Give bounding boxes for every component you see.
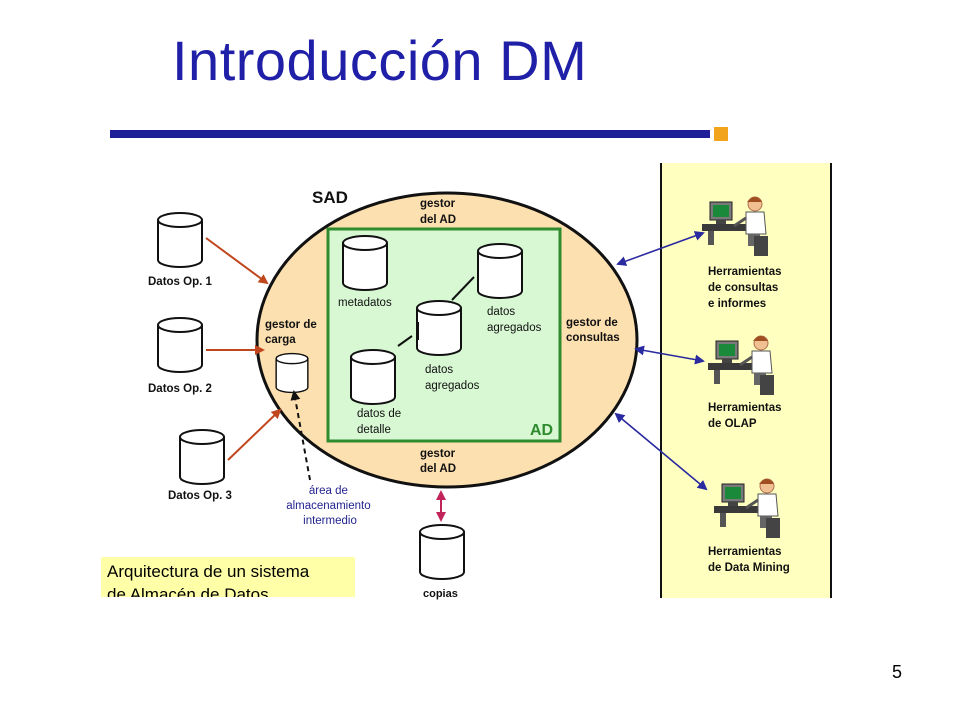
arrow-op1-to-carga [205,237,269,285]
tool-informes-line3: e informes [708,298,766,310]
title-underline [110,130,710,138]
staging-area-line1: área de [309,485,348,497]
gestor-carga-label: gestor de carga [265,319,320,346]
tool-olap-label: Herramientas de OLAP [708,402,785,430]
arrow-consultas-to-informes [616,231,705,266]
arrow-detalle-to-agregados [397,335,413,347]
staging-area-line2: almacenamiento [286,500,370,512]
copias-database [419,524,465,580]
diagram-caption-box: Arquitectura de un sistema de Almacén de… [101,557,355,597]
metadatos-database [342,235,388,291]
datos-agregados-mid-database [416,300,462,356]
datos-detalle-label: datos de detalle [357,408,404,436]
detalle-line1: datos de [357,408,401,420]
arrow-agregados-to-agregados [451,276,475,301]
datos-op-3-database [179,429,225,485]
gestor-consultas-line1: gestor de [566,317,618,329]
tool-informes-label: Herramientas de consultas e informes [708,266,785,310]
title-accent-square [714,127,728,141]
staging-database [275,352,309,394]
gestor-ad-bottom-line2: del AD [420,463,456,475]
gestor-carga-line1: gestor de [265,319,317,331]
arrow-op3-to-carga [227,408,282,461]
metadatos-label: metadatos [338,297,392,309]
gestor-carga-line2: carga [265,334,296,346]
tool-olap-line2: de OLAP [708,418,757,430]
datos-op-2-database [157,317,203,373]
agregados-top-line2: agregados [487,322,542,334]
datos-agregados-top-label: datos agregados [487,306,542,334]
arrow-consultas-to-olap [634,345,705,365]
agregados-top-line1: datos [487,306,515,318]
gestor-consultas-label: gestor de consultas [566,317,621,344]
copias-database-group [410,522,474,598]
datos-op-3-label: Datos Op. 3 [168,490,232,502]
datos-op-1-label: Datos Op. 1 [148,276,213,288]
datos-detalle-database [350,349,396,405]
tool-mining-label: Herramientas de Data Mining [708,546,790,574]
detalle-line2: detalle [357,424,391,436]
staging-area-label: área de almacenamiento intermedio [286,485,374,527]
gestor-ad-top-line1: gestor [420,198,456,210]
gestor-ad-bottom-line1: gestor [420,448,456,460]
arrow-consultas-to-mining [614,412,708,491]
gestor-ad-top-line2: del AD [420,214,456,226]
copias-label: copias [423,588,458,600]
agregados-mid-line1: datos [425,364,453,376]
agregados-mid-line2: agregados [425,380,480,392]
staging-dashed-connector [290,390,311,481]
datos-agregados-mid-label: datos agregados [425,364,480,392]
tool-informes-line2: de consultas [708,282,778,294]
gestor-ad-bottom-label: gestor del AD [420,448,458,475]
diagram-caption: Arquitectura de un sistema de Almacén de… [107,562,310,597]
datos-op-1-database [157,212,203,268]
sad-label: SAD [312,188,348,207]
datos-agregados-top-database [477,243,523,299]
datos-op-2-label: Datos Op. 2 [148,383,212,395]
tool-olap-line1: Herramientas [708,402,782,414]
gestor-consultas-line2: consultas [566,332,620,344]
staging-area-line3: intermedio [303,515,357,527]
tool-mining-line1: Herramientas [708,546,782,558]
page-number: 5 [891,662,902,682]
slide-title: Introducción DM [172,29,588,92]
ad-label: AD [530,422,553,439]
tool-mining-line2: de Data Mining [708,562,790,574]
tool-informes-line1: Herramientas [708,266,782,278]
gestor-ad-top-label: gestor del AD [420,198,458,226]
